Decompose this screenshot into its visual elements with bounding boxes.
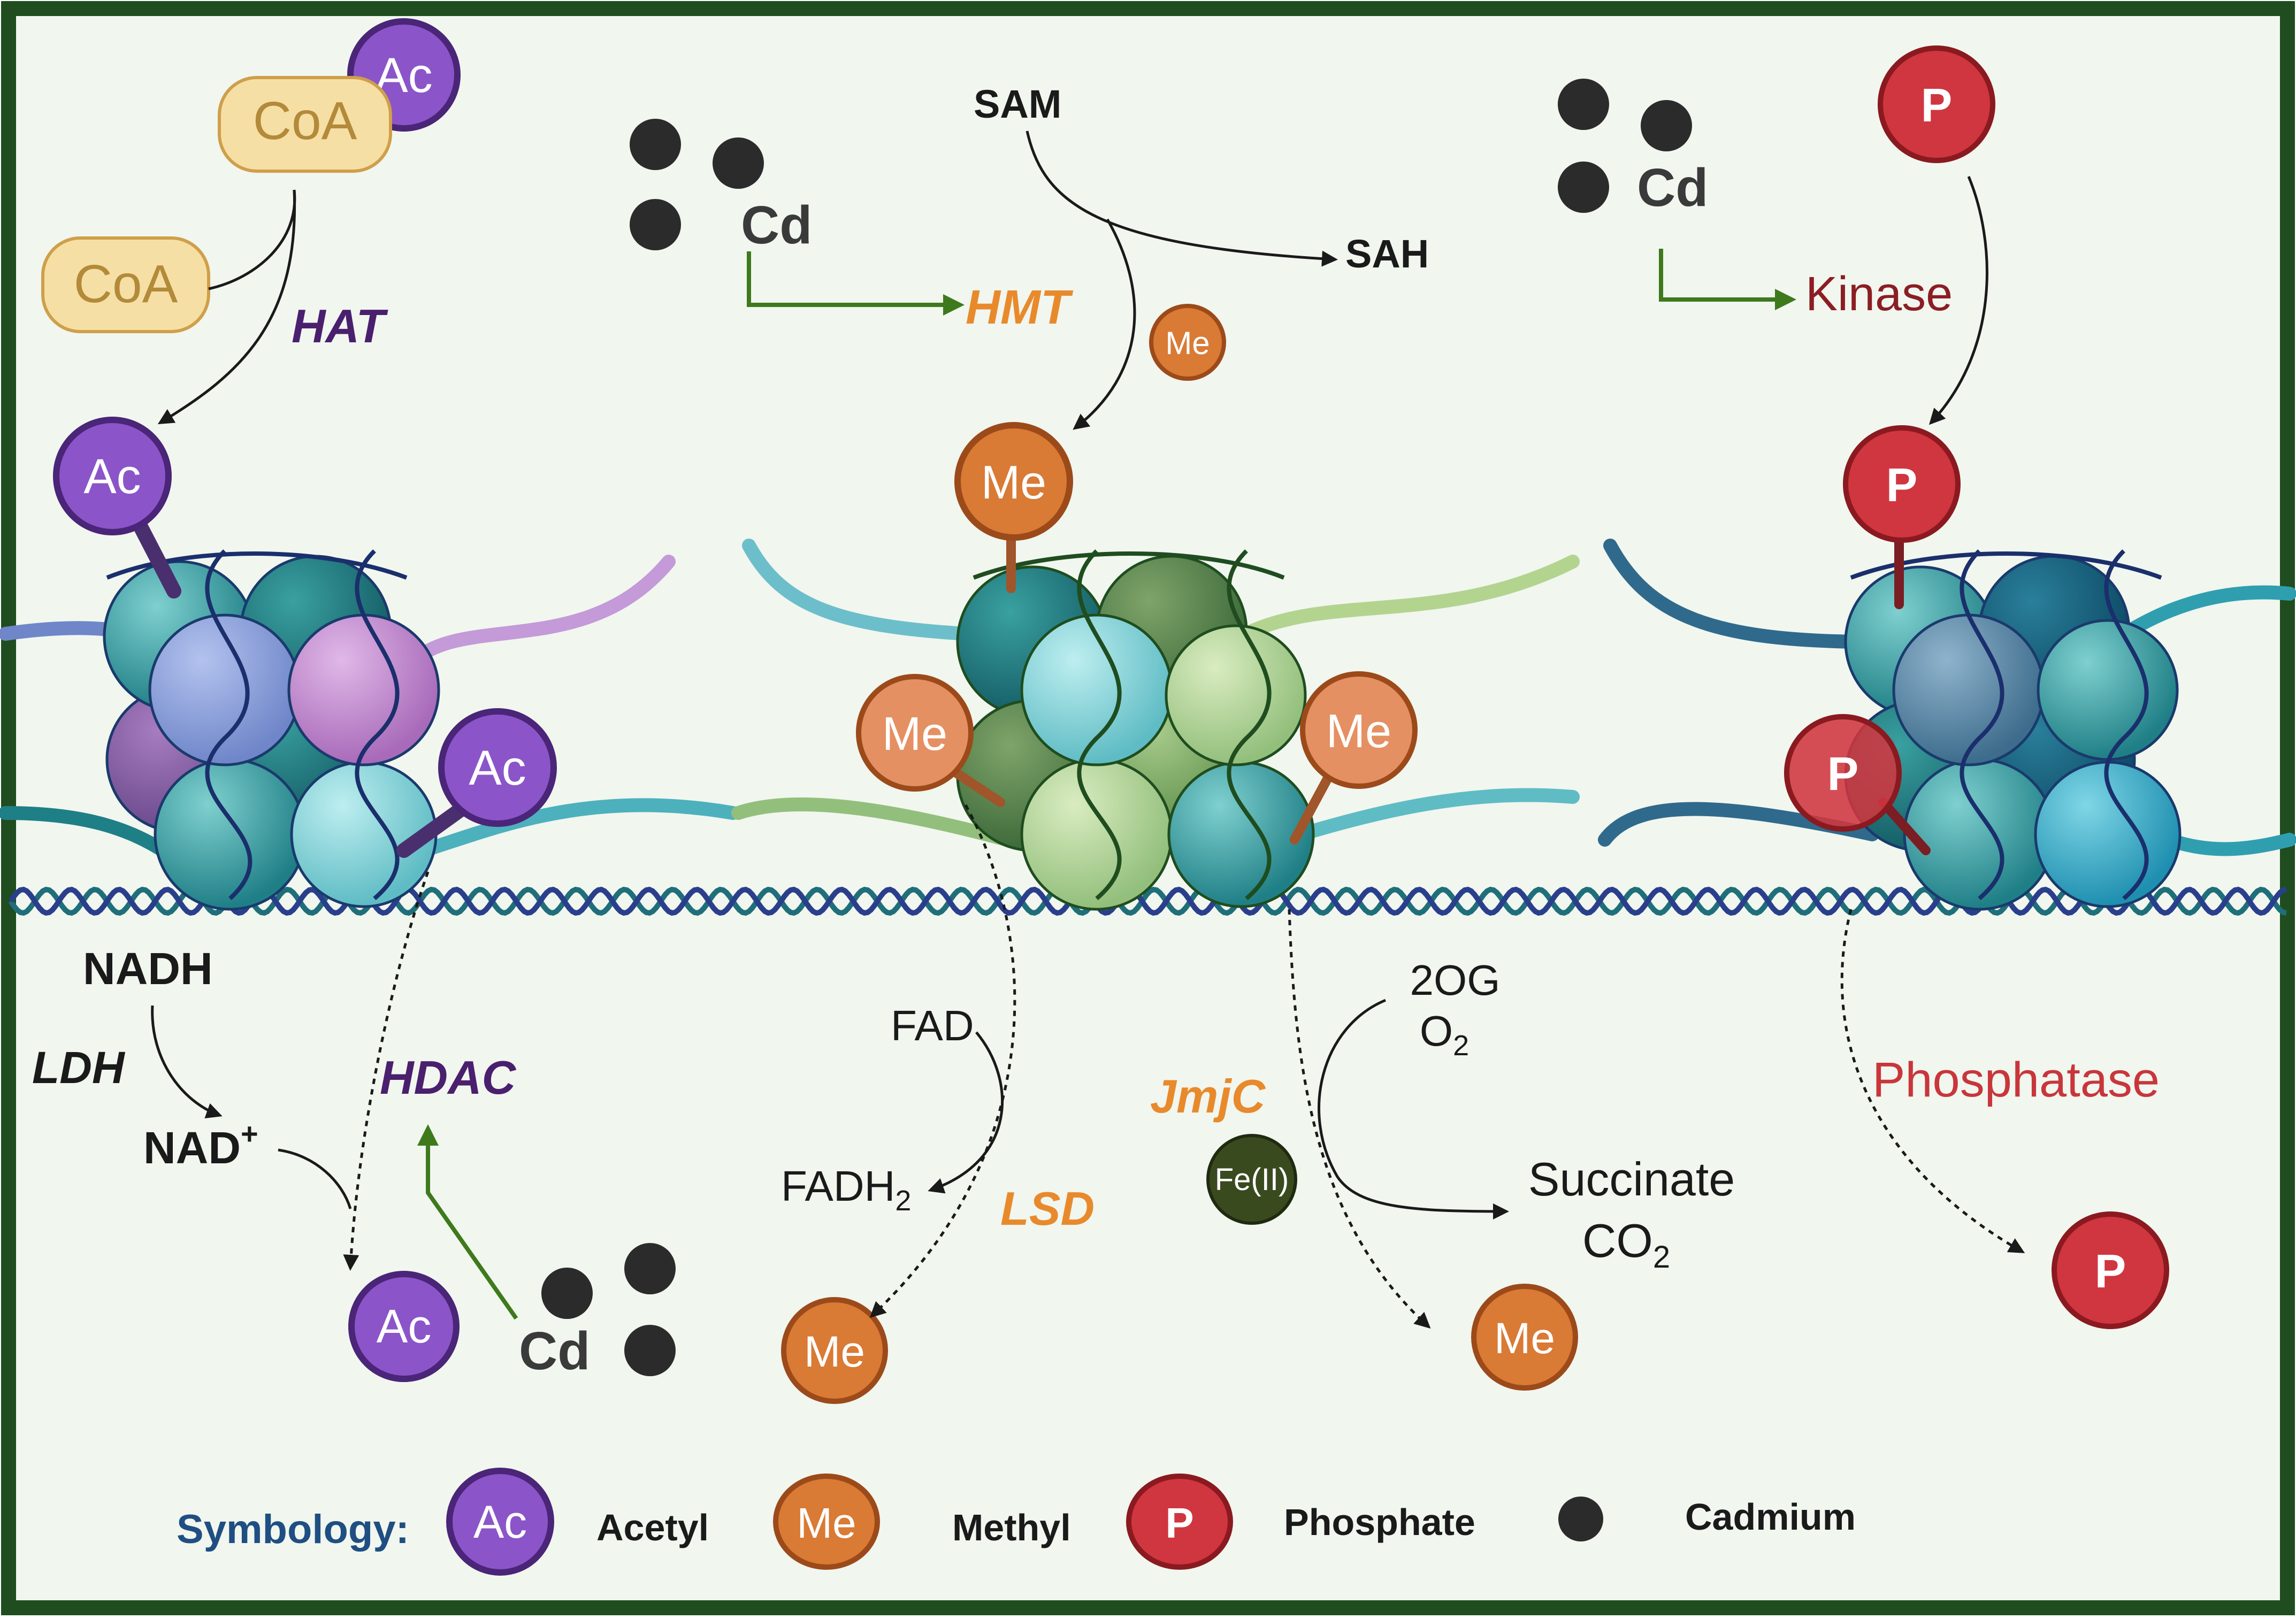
nadh-label: NADH bbox=[83, 943, 213, 994]
sah-label: SAH bbox=[1345, 232, 1429, 276]
methyl-mark-histone-left: Me bbox=[856, 674, 974, 792]
o2-label: O2 bbox=[1420, 1007, 1469, 1062]
svg-text:P: P bbox=[1886, 458, 1918, 511]
svg-text:Cd: Cd bbox=[519, 1321, 590, 1381]
phosphate-mark-released: P bbox=[2052, 1211, 2169, 1329]
labels: HAT SAM SAH HMT Kinase NADH LDH NAD+ HDA… bbox=[32, 82, 2160, 1275]
methyl-mark-histone-right: Me bbox=[1300, 671, 1418, 789]
iron-cofactor: Fe(II) bbox=[1206, 1134, 1297, 1225]
acetyl-mark-histone-top: Ac bbox=[53, 417, 172, 535]
reaction-arrows bbox=[151, 131, 1988, 1219]
svg-text:P: P bbox=[2095, 1245, 2126, 1298]
svg-text:P: P bbox=[1921, 79, 1953, 132]
svg-text:Me: Me bbox=[1326, 704, 1391, 757]
acetyl-mark-released: Ac bbox=[348, 1271, 460, 1382]
svg-text:Me: Me bbox=[981, 456, 1046, 509]
legend-phosphate-label: Phosphate bbox=[1284, 1501, 1475, 1543]
svg-text:CoA: CoA bbox=[253, 91, 357, 151]
svg-text:Ac: Ac bbox=[83, 449, 141, 504]
phosphate-mark-histone-top: P bbox=[1843, 425, 1961, 543]
svg-text:Ac: Ac bbox=[473, 1497, 527, 1548]
svg-text:CoA: CoA bbox=[74, 254, 178, 314]
methyl-mark-released-jmjc: Me bbox=[1471, 1284, 1578, 1391]
fad-label: FAD bbox=[891, 1002, 974, 1049]
sam-label: SAM bbox=[974, 82, 1061, 126]
kinase-label: Kinase bbox=[1805, 267, 1953, 321]
cadmium-cluster-top-middle: Cd bbox=[630, 119, 812, 255]
coa-molecule-side: CoA bbox=[41, 236, 210, 333]
phosphate-mark-histone-bottom: P bbox=[1784, 714, 1902, 832]
co2-label: CO2 bbox=[1582, 1214, 1670, 1275]
phosphate-mark-top: P bbox=[1878, 45, 1995, 163]
cadmium-cluster-bottom-left: Cd bbox=[519, 1243, 676, 1381]
legend-acetyl-symbol: Ac bbox=[446, 1468, 554, 1576]
methyl-mark-histone-top: Me bbox=[954, 422, 1073, 541]
svg-text:Me: Me bbox=[797, 1499, 856, 1547]
fadh2-label: FADH2 bbox=[781, 1162, 911, 1217]
legend-acetyl-label: Acetyl bbox=[596, 1507, 709, 1548]
svg-text:Me: Me bbox=[804, 1328, 865, 1376]
lsd-label: LSD bbox=[1000, 1182, 1095, 1235]
legend-methyl-label: Methyl bbox=[952, 1507, 1071, 1548]
nucleosome-left bbox=[103, 549, 440, 911]
svg-text:Cd: Cd bbox=[1637, 158, 1708, 218]
cadmium-cluster-top-right: Cd bbox=[1558, 79, 1708, 218]
legend-cadmium-label: Cadmium bbox=[1685, 1496, 1856, 1538]
nad-label: NAD+ bbox=[143, 1117, 258, 1173]
svg-text:Ac: Ac bbox=[469, 741, 526, 795]
coa-molecule-top: CoA bbox=[218, 76, 392, 173]
2og-label: 2OG bbox=[1410, 956, 1501, 1004]
nucleosome-right bbox=[1844, 549, 2182, 911]
legend-phosphate-symbol: P bbox=[1126, 1474, 1233, 1570]
legend: Symbology: Ac Acetyl Me Methyl P Phospha… bbox=[177, 1468, 1856, 1576]
legend-methyl-symbol: Me bbox=[773, 1474, 880, 1570]
svg-text:P: P bbox=[1165, 1499, 1193, 1547]
hat-label: HAT bbox=[292, 300, 388, 352]
hdac-label: HDAC bbox=[380, 1051, 517, 1104]
svg-text:Me: Me bbox=[1494, 1314, 1555, 1363]
hmt-label: HMT bbox=[966, 281, 1074, 334]
jmjc-label: JmjC bbox=[1150, 1070, 1266, 1123]
svg-text:Me: Me bbox=[1165, 325, 1210, 361]
svg-text:Me: Me bbox=[882, 707, 947, 760]
svg-text:Ac: Ac bbox=[377, 1300, 432, 1353]
legend-cadmium-symbol bbox=[1558, 1497, 1603, 1541]
svg-text:Fe(II): Fe(II) bbox=[1215, 1162, 1289, 1197]
svg-text:P: P bbox=[1827, 747, 1859, 800]
legend-title: Symbology: bbox=[177, 1507, 409, 1552]
cadmium-effect-arrows bbox=[417, 249, 1796, 1320]
methyl-mark-small: Me bbox=[1149, 304, 1226, 381]
ldh-label: LDH bbox=[32, 1042, 126, 1093]
methyl-mark-released-lsd: Me bbox=[781, 1297, 888, 1404]
succinate-label: Succinate bbox=[1528, 1153, 1735, 1206]
svg-text:Cd: Cd bbox=[741, 195, 812, 255]
removal-arrows bbox=[343, 804, 2025, 1329]
nucleosome-middle bbox=[956, 549, 1315, 911]
acetyl-mark-histone-bottom: Ac bbox=[438, 708, 557, 827]
phosphatase-label: Phosphatase bbox=[1872, 1053, 2160, 1107]
